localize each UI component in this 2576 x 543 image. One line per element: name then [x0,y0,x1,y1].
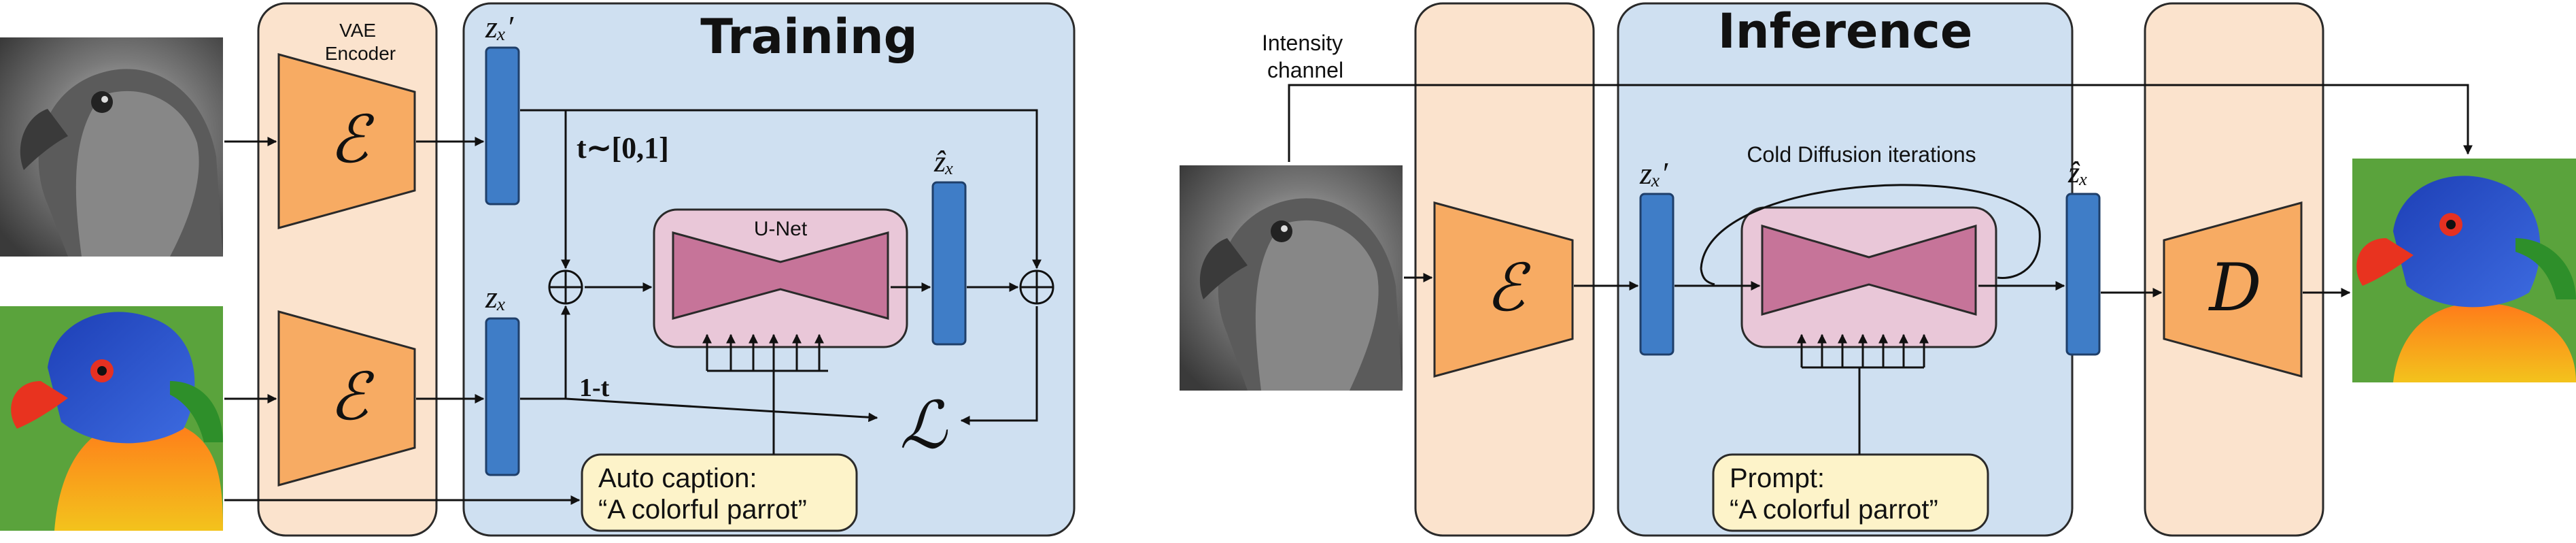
vae-encoder-label: VAE Encoder [325,20,396,64]
training-encoder-color-symbol: ℰ [329,359,375,435]
output-color-parrot-image [2352,159,2576,382]
training-loss-symbol: ℒ [899,387,948,463]
training-unet-shape [672,231,889,320]
cold-diffusion-label: Cold Diffusion iterations [1747,142,1976,167]
noise-schedule-label: t∼[0,1] [577,131,669,165]
one-minus-t-label: 1-t [579,374,610,402]
prompt-title: Prompt: [1730,463,1825,493]
inference-title: Inference [1718,3,1973,59]
auto-caption-box [581,453,858,532]
inference-encoder [1433,201,1574,378]
training-latent-gray [485,46,520,205]
training-color-parrot-image [0,306,223,531]
inference-latent-gray [1639,193,1675,356]
inference-gray-parrot-image [1180,165,1403,391]
training-gray-parrot-image [0,37,223,257]
prompt-text: “A colorful parrot” [1730,495,1938,525]
training-latent-pred [931,181,967,346]
inference-latent-gray-label: zₓ′ [1639,156,1668,191]
intensity-channel-label: Intensity channel [1262,31,1349,82]
training-encoder-gray-symbol: ℰ [329,101,375,178]
training-latent-color [485,317,520,476]
inference-decoder [2163,201,2303,378]
training-latent-color-label: zₓ [485,280,506,314]
inference-latent-pred-label: ẑₓ [2067,156,2089,189]
training-encoder-color [277,310,416,487]
auto-caption-text: “A colorful parrot” [598,495,807,525]
inference-decoder-symbol: D [2208,250,2262,326]
prompt-box [1712,453,1989,532]
training-latent-gray-label: zₓ′ [485,10,514,44]
inference-unet-shape [1761,224,1977,316]
auto-caption-title: Auto caption: [598,463,757,493]
inference-arrows [1288,84,2473,455]
training-title: Training [700,9,918,65]
training-unet-label: U-Net [754,218,808,240]
inference-encoder-symbol: ℰ [1486,250,1531,326]
training-latent-pred-label: ẑₓ [933,145,955,178]
training-encoder-gray [277,53,416,229]
inference-latent-pred [2065,193,2101,356]
training-arrows [224,109,1042,505]
